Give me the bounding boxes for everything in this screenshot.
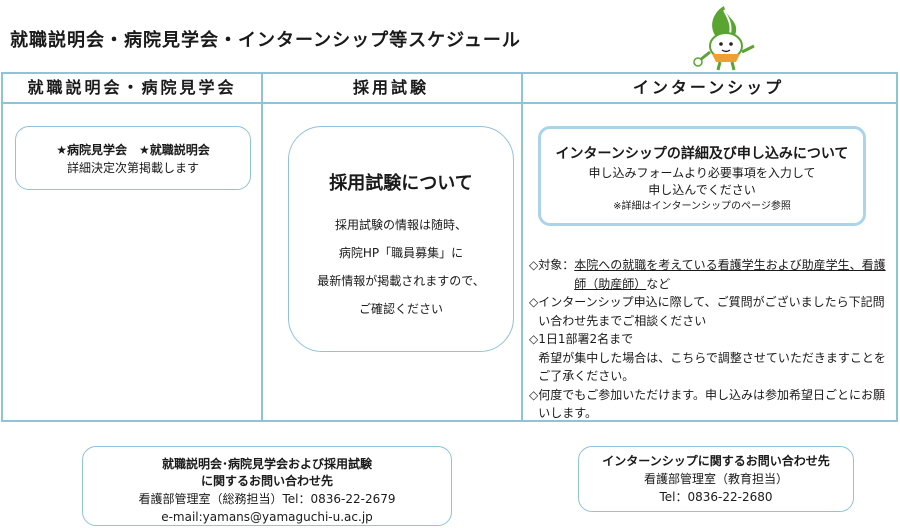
note-mark: ◇ — [529, 332, 539, 346]
column-header-exam: 採用試験 — [261, 74, 521, 104]
exam-card-line: 病院HP「職員募集」に — [338, 246, 464, 260]
contact-phone: 看護部管理室（総務担当）Tel：0836-22-2679 — [138, 492, 396, 506]
contact-heading: 就職説明会･病院見学会および採用試験 — [161, 457, 372, 471]
column-divider — [261, 74, 263, 420]
tour-card-title: ★病院見学会 ★就職説明会 — [56, 143, 210, 157]
note-mark: ◇対象： — [529, 258, 575, 272]
intern-card-line: 申し込みフォームより必要事項を入力して — [588, 166, 816, 180]
list-item: ◇ インターンシップ申込に際して、ご質問がございましたら下記問い合わせ先までご相… — [529, 293, 891, 330]
contact-box-recruitment: 就職説明会･病院見学会および採用試験 に関するお問い合わせ先 看護部管理室（総務… — [82, 446, 452, 526]
note-line: 1日1部署2名まで — [538, 332, 634, 346]
hospital-tour-card: ★病院見学会 ★就職説明会 詳細決定次第掲載します — [15, 126, 251, 190]
internship-notes: ◇対象： 本院への就職を考えている看護学生および助産学生、看護師（助産師）など … — [529, 256, 891, 423]
column-header-internship: インターンシップ — [521, 74, 896, 104]
note-text: 何度でもご参加いただけます。申し込みは参加希望日ごとにお願いします。 — [538, 387, 886, 421]
note-mark: ◇ — [529, 295, 539, 309]
contact-box-internship: インターンシップに関するお問い合わせ先 看護部管理室（教育担当） Tel：083… — [578, 446, 854, 512]
internship-apply-card: インターンシップの詳細及び申し込みについて 申し込みフォームより必要事項を入力し… — [538, 126, 866, 226]
exam-card-line: 採用試験の情報は随時、 — [334, 218, 467, 232]
target-text: 本院への就職を考えている看護学生および助産学生、看護師（助産師） — [574, 258, 886, 291]
column-header-briefing: 就職説明会・病院見学会 — [3, 74, 261, 104]
page-title: 就職説明会・病院見学会・インターンシップ等スケジュール — [10, 30, 521, 51]
note-text: 本院への就職を考えている看護学生および助産学生、看護師（助産師）など — [574, 256, 891, 293]
target-suffix: など — [646, 276, 671, 291]
contact-department: 看護部管理室（教育担当） — [643, 472, 788, 486]
note-text: インターンシップ申込に際して、ご質問がございましたら下記問い合わせ先までご相談く… — [538, 295, 885, 328]
tour-card-text: 詳細決定次第掲載します — [66, 161, 199, 175]
exam-info-card: 採用試験について 採用試験の情報は随時、 病院HP「職員募集」に 最新情報が掲載… — [288, 126, 514, 352]
exam-card-line: 最新情報が掲載されますので、 — [317, 274, 485, 288]
list-item: ◇ 何度でもご参加いただけます。申し込みは参加希望日ごとにお願いします。 — [529, 386, 891, 423]
intern-card-note: ※詳細はインターンシップのページ参照 — [613, 201, 791, 212]
contact-phone: Tel：0836-22-2680 — [659, 490, 773, 504]
note-line: 希望が集中した場合は、こちらで調整させていただきますことをご了承ください。 — [538, 350, 886, 384]
contact-heading: に関するお問い合わせ先 — [200, 474, 333, 488]
intern-card-line: 申し込んでください — [648, 183, 756, 197]
intern-card-heading: インターンシップの詳細及び申し込みについて — [555, 146, 849, 162]
contact-heading: インターンシップに関するお問い合わせ先 — [602, 454, 830, 468]
list-item: ◇ 1日1部署2名まで 希望が集中した場合は、こちらで調整させていただきますこと… — [529, 330, 891, 386]
column-divider — [521, 74, 523, 420]
list-item: ◇対象： 本院への就職を考えている看護学生および助産学生、看護師（助産師）など — [529, 256, 891, 293]
note-text: 1日1部署2名まで 希望が集中した場合は、こちらで調整させていただきますことをご… — [538, 330, 891, 386]
mascot-character-icon — [693, 6, 755, 71]
schedule-table: 就職説明会・病院見学会 採用試験 インターンシップ ★病院見学会 ★就職説明会 … — [1, 72, 898, 422]
note-mark: ◇ — [529, 387, 539, 402]
exam-card-heading: 採用試験について — [329, 173, 473, 194]
exam-card-line: ご確認ください — [358, 302, 443, 316]
contact-email[interactable]: e-mail:yamans@yamaguchi-u.ac.jp — [161, 510, 373, 524]
